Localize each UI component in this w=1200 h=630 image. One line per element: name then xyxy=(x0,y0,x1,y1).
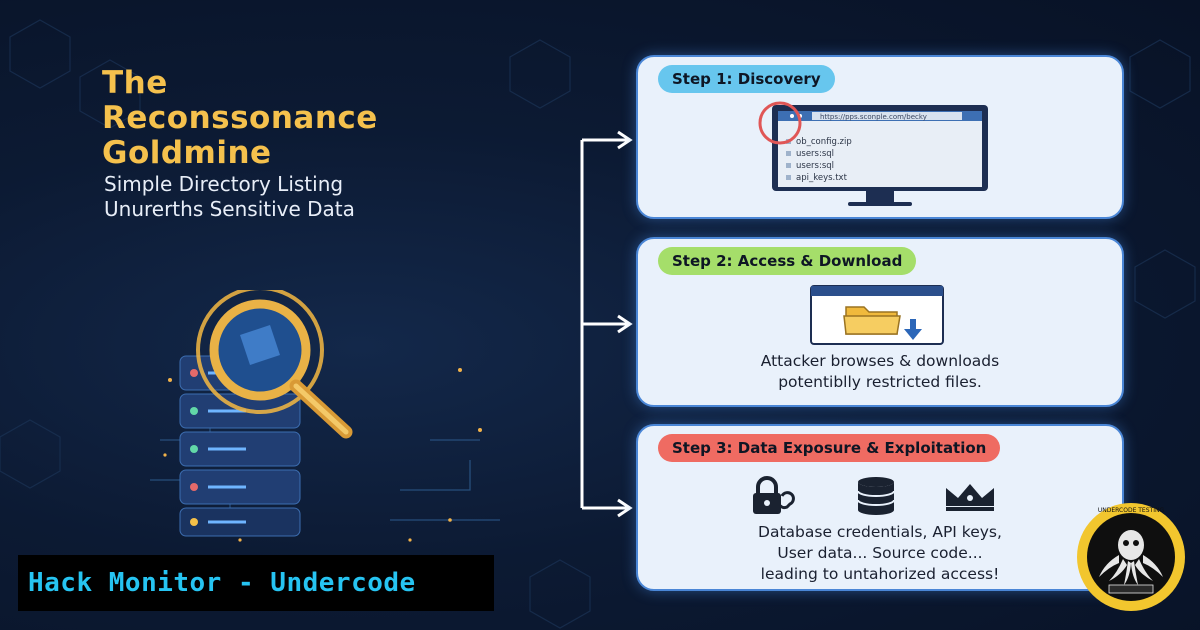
database-icon xyxy=(857,477,895,515)
caption-line: User data... Source code... xyxy=(777,544,983,562)
file-name: users:sql xyxy=(796,161,834,171)
brand-text: Hack Monitor - Undercode xyxy=(28,568,416,598)
step-2-caption: Attacker browses & downloads potentiblly… xyxy=(638,351,1122,393)
file-name: users:sql xyxy=(796,149,834,159)
browser-monitor-graphic: https://pps.sconple.com/becky ob_config.… xyxy=(758,101,988,206)
step-3-caption: Database credentials, API keys, User dat… xyxy=(638,522,1122,585)
undercode-octopus-logo: UNDERCODE TESTING xyxy=(1077,503,1185,611)
folder-download-icon xyxy=(810,285,944,345)
caption-line: Attacker browses & downloads xyxy=(760,352,1000,370)
caption-line: potentiblly restricted files. xyxy=(778,373,982,391)
crown-icon xyxy=(946,484,994,511)
flow-connector xyxy=(580,130,633,518)
padlock-icon xyxy=(753,476,795,514)
file-name: ob_config.zip xyxy=(796,137,852,147)
caption-line: Database credentials, API keys, xyxy=(758,523,1002,541)
subtitle-line: Unurerths Sensitive Data xyxy=(104,197,355,221)
page-subtitle: Simple Directory Listing Unurerths Sensi… xyxy=(104,172,564,222)
server-magnifier-illustration xyxy=(150,290,500,542)
step-2-card: Step 2: Access & Download Attacker brows… xyxy=(636,237,1124,407)
file-name: api_keys.txt xyxy=(796,173,848,183)
magnifier xyxy=(196,290,353,439)
step-3-label: Step 3: Data Exposure & Exploitation xyxy=(658,434,1001,462)
step-1-label: Step 1: Discovery xyxy=(658,65,835,93)
title-line: Reconssonance xyxy=(102,100,378,136)
page-title: The Reconssonance Goldmine xyxy=(102,66,542,171)
title-line: The xyxy=(102,65,168,101)
step-1-card: Step 1: Discovery https://pps.sconple.co… xyxy=(636,55,1124,219)
subtitle-line: Simple Directory Listing xyxy=(104,172,344,196)
logo-ring-text: UNDERCODE TESTING xyxy=(1098,507,1165,514)
caption-line: leading to untahorized access! xyxy=(760,565,1000,583)
step-2-label: Step 2: Access & Download xyxy=(658,247,917,275)
brand-banner: Hack Monitor - Undercode xyxy=(18,555,494,611)
title-line: Goldmine xyxy=(102,135,272,171)
highlight-circle xyxy=(758,101,802,145)
url-text: https://pps.sconple.com/becky xyxy=(820,113,927,121)
step-3-card: Step 3: Data Exposure & Exploitation Dat… xyxy=(636,424,1124,591)
